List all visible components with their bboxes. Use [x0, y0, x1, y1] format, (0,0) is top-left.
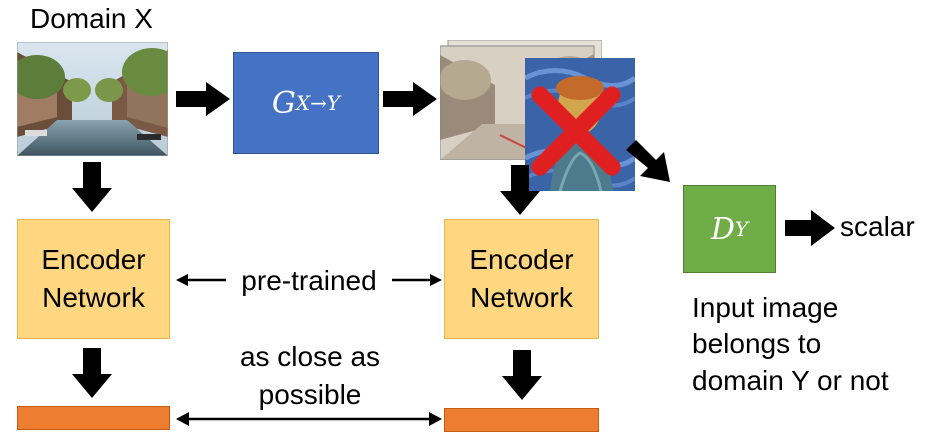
note-line-2: belongs to [692, 328, 822, 360]
encoder-network-left: Encoder Network [17, 219, 170, 339]
feature-bar-right [444, 408, 599, 432]
pretrained-arrow-right [392, 274, 442, 286]
pretrained-arrow-left [176, 274, 226, 286]
arrow-down-right-2 [502, 350, 542, 400]
feature-bar-left [17, 406, 170, 430]
encoder-network-right: Encoder Network [444, 219, 599, 339]
arrow-down-right-1 [500, 165, 540, 215]
note-line-3: domain Y or not [692, 364, 889, 396]
arrow-photo-to-generator [176, 82, 230, 116]
generator-subscript: X→Y [295, 91, 341, 115]
arrow-down-left-2 [72, 348, 112, 398]
encoder-left-line2: Network [42, 282, 145, 313]
scalar-label: scalar [840, 211, 915, 242]
encoder-left-line1: Encoder [41, 244, 146, 276]
arrow-to-scalar [785, 210, 835, 246]
close-line-2: possible [258, 378, 362, 410]
close-line-1: as close as [239, 341, 381, 372]
discriminator-symbol: D [710, 211, 735, 247]
canal-photo [17, 42, 168, 156]
arrow-generator-to-output [383, 82, 437, 116]
arrow-down-left-1 [72, 162, 112, 212]
pretrained-label: pre-trained [241, 265, 377, 296]
encoder-right-line2: Network [470, 282, 573, 313]
encoder-right-line1: Encoder [469, 244, 574, 276]
discriminator-note: Input image belongs to domain Y or not [692, 290, 889, 399]
generator-symbol: G [271, 85, 296, 121]
note-line-1: Input image [692, 292, 839, 323]
cross-icon [531, 86, 621, 176]
close-double-arrow [176, 412, 442, 426]
discriminator-subscript: Y [734, 217, 749, 241]
arrow-to-discriminator [626, 140, 670, 182]
domain-x-label: Domain X [30, 3, 153, 34]
close-label: as close as possible [210, 338, 410, 414]
